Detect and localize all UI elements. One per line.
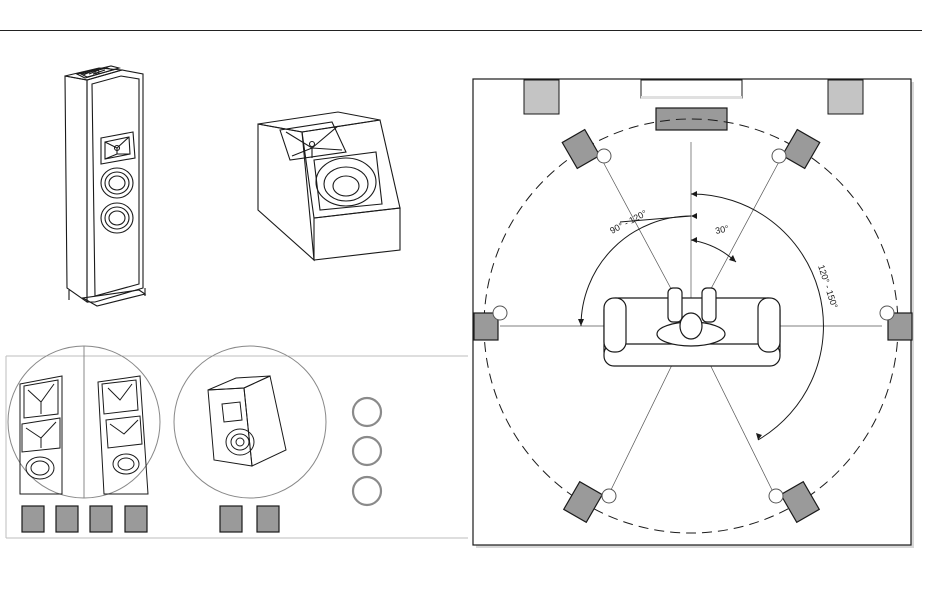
- circle-marker-3: [353, 477, 381, 505]
- circle-markers: [353, 398, 381, 505]
- circle-marker-2: [353, 437, 381, 465]
- circle-marker-1: [353, 398, 381, 426]
- tv-screen: [641, 80, 742, 98]
- header-rule: [0, 30, 922, 31]
- surround-layout-diagram: 30° 90° - 120° 120° - 150°: [470, 76, 916, 550]
- front-left-speaker: [524, 80, 559, 114]
- floorstanding-speaker-illustration: [55, 62, 155, 312]
- elevation-speaker-illustration: [250, 100, 410, 265]
- sofa-with-listener: [604, 288, 780, 366]
- elevation-swatches: [220, 506, 279, 532]
- floorstanding-pair-circle: [8, 346, 160, 498]
- speaker-type-legend-panel: [0, 344, 470, 544]
- center-speaker: [656, 108, 727, 130]
- front-right-speaker: [828, 80, 863, 114]
- floorstanding-swatches: [22, 506, 147, 532]
- bookshelf-speaker-circle: [174, 346, 326, 498]
